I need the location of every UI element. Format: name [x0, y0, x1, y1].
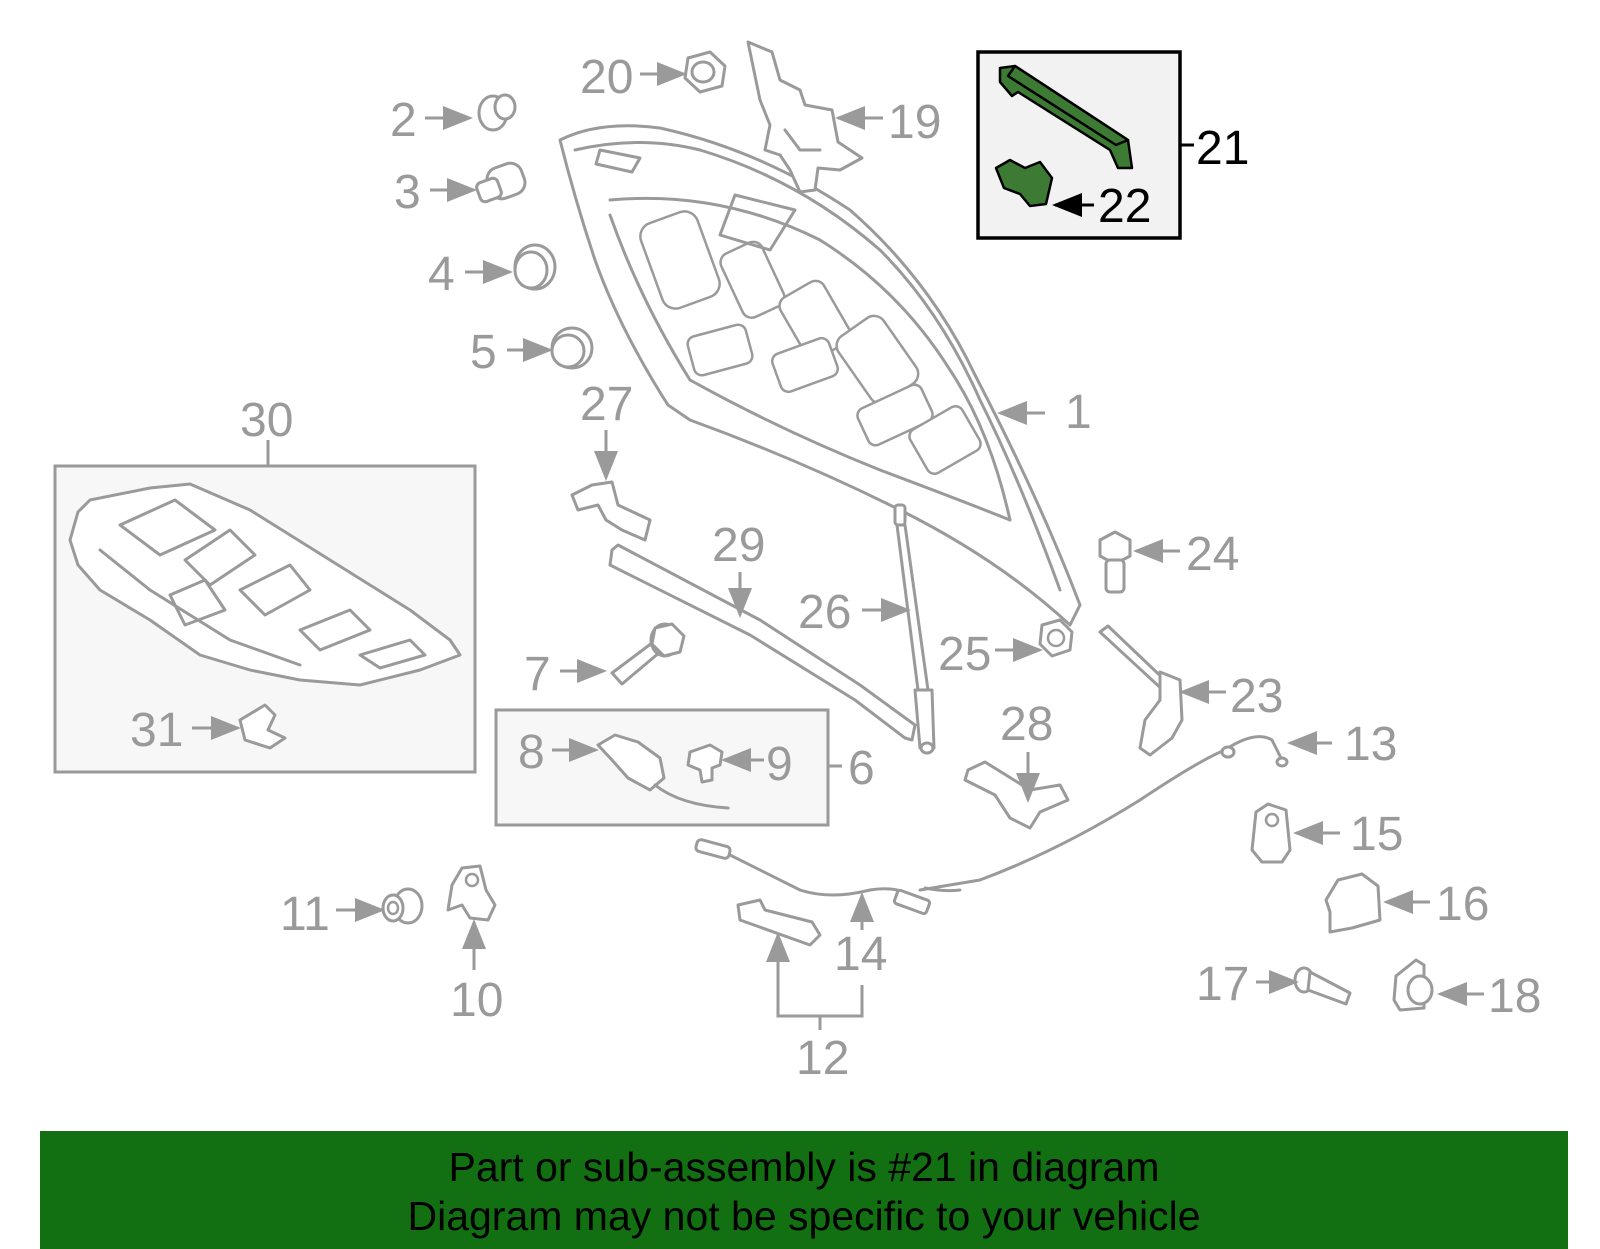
part-1-hood[interactable] [558, 124, 1082, 627]
part-22-seal-clip[interactable] [994, 158, 1054, 208]
callout-3: 3 [394, 166, 421, 219]
callout-18: 18 [1488, 970, 1541, 1023]
part-10-bracket[interactable] [446, 864, 497, 922]
part-16-bracket[interactable] [1324, 872, 1382, 934]
info-banner: Part or sub-assembly is #21 in diagram D… [40, 1131, 1568, 1249]
callout-20: 20 [580, 51, 633, 104]
callout-1: 1 [1065, 386, 1092, 439]
callout-2: 2 [390, 94, 417, 147]
part-25-nut[interactable] [1038, 618, 1074, 658]
part-4-plug[interactable] [513, 243, 557, 291]
callout-28: 28 [1000, 698, 1053, 751]
callout-4: 4 [428, 248, 455, 301]
callout-23: 23 [1230, 670, 1283, 723]
callout-26: 26 [798, 586, 851, 639]
callout-21: 21 [1196, 122, 1249, 175]
callout-14: 14 [834, 928, 887, 981]
callout-31: 31 [130, 704, 183, 757]
part-2-bumper[interactable] [477, 93, 517, 132]
callout-12: 12 [796, 1032, 849, 1085]
part-12-cable-bracket[interactable] [736, 898, 822, 947]
part-31-clip[interactable] [238, 703, 287, 750]
part-23-prop-rod[interactable] [1098, 624, 1184, 757]
banner-line-1: Part or sub-assembly is #21 in diagram [448, 1144, 1160, 1190]
part-29-seal-strip[interactable] [608, 543, 917, 742]
part-21-hood-seal[interactable] [998, 64, 1134, 170]
callout-7: 7 [524, 648, 551, 701]
callout-16: 16 [1436, 878, 1489, 931]
part-7-bolt[interactable] [610, 622, 686, 686]
part-24-bolt[interactable] [1098, 530, 1132, 594]
part-18-clip[interactable] [1392, 958, 1434, 1012]
callout-19: 19 [888, 96, 941, 149]
part-30-hood-insulator[interactable] [68, 482, 462, 687]
callout-17: 17 [1196, 958, 1249, 1011]
callout-5: 5 [470, 326, 497, 379]
part-3-adjuster[interactable] [475, 160, 528, 204]
part-26-gas-strut[interactable] [893, 503, 936, 755]
part-11-grommet[interactable] [381, 887, 424, 925]
part-9-clip[interactable] [686, 743, 724, 784]
callout-9: 9 [766, 738, 793, 791]
banner-line-2: Diagram may not be specific to your vehi… [407, 1193, 1201, 1239]
callout-22: 22 [1098, 180, 1151, 233]
callout-29: 29 [712, 519, 765, 572]
part-28-bracket[interactable] [963, 760, 1070, 830]
callout-24: 24 [1186, 528, 1239, 581]
part-15-bracket[interactable] [1250, 802, 1292, 864]
callout-8: 8 [518, 726, 545, 779]
callout-30: 30 [240, 394, 293, 447]
part-8-latch[interactable] [596, 733, 730, 810]
callout-25: 25 [938, 628, 991, 681]
callout-10: 10 [450, 974, 503, 1027]
part-20-nut[interactable] [683, 50, 727, 94]
part-5-plug[interactable] [550, 326, 594, 370]
part-14-release-cable[interactable] [694, 735, 1289, 916]
callout-27: 27 [580, 378, 633, 431]
callout-15: 15 [1350, 808, 1403, 861]
callout-6: 6 [848, 742, 875, 795]
part-17-pin[interactable] [1293, 966, 1352, 1006]
callout-13: 13 [1344, 718, 1397, 771]
part-27-bracket[interactable] [570, 480, 652, 542]
part-19-hinge[interactable] [746, 40, 864, 194]
callout-11: 11 [280, 888, 330, 941]
